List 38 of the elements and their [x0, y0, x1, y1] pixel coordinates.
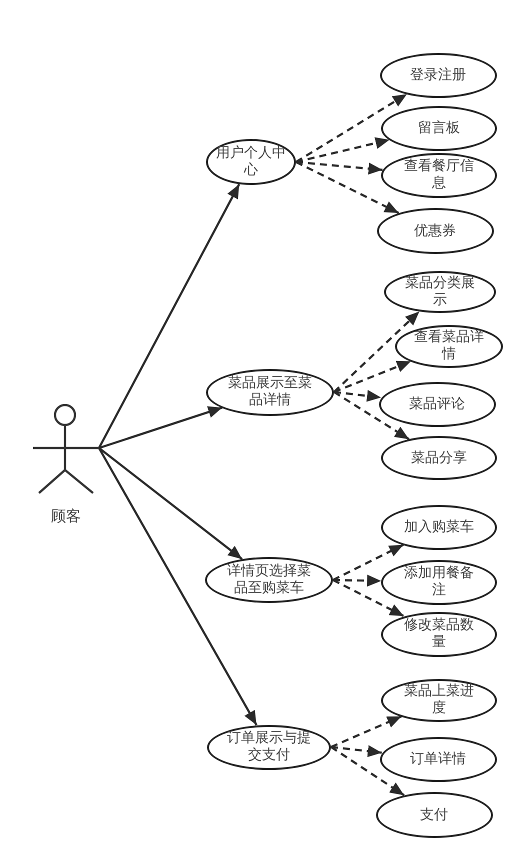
dashed-arrow — [296, 160, 383, 175]
dashed-arrow — [333, 310, 420, 393]
arrow — [98, 447, 258, 726]
use-case-label: 登录注册 — [409, 66, 467, 84]
dashed-arrow — [296, 161, 400, 214]
use-case-label: 用户个人中心 — [215, 145, 287, 179]
dashed-arrow — [332, 579, 404, 618]
dashed-arrow — [332, 574, 382, 587]
use-case-label: 菜品展示至菜品详情 — [227, 375, 313, 409]
arrow — [98, 406, 223, 450]
use-case-label: 订单展示与提交支付 — [226, 730, 312, 764]
use-case-label: 菜品上菜进度 — [403, 683, 475, 717]
dashed-arrow — [330, 746, 405, 796]
dashed-arrow — [330, 715, 402, 748]
use-case-label: 查看菜品详情 — [413, 329, 485, 363]
dashed-arrow — [295, 93, 408, 163]
use-case-ellipse — [395, 324, 503, 368]
use-case-label: 查看餐厅信息 — [403, 158, 475, 192]
use-case-label: 修改菜品数量 — [403, 617, 475, 651]
use-case-label: 订单详情 — [409, 750, 467, 768]
use-case-ellipse — [381, 106, 497, 150]
dashed-arrow — [334, 390, 382, 402]
arrow — [98, 184, 240, 449]
dashed-arrow — [332, 544, 404, 581]
use-case-label: 菜品分类展示 — [404, 275, 476, 309]
use-case-label: 加入购菜车 — [403, 518, 475, 536]
use-case-label: 添加用餐备注 — [403, 565, 475, 599]
use-case-label: 菜品分享 — [410, 450, 468, 466]
use-case-label: 详情页选择菜品至购菜车 — [226, 563, 312, 597]
use-case-label: 留言板 — [417, 120, 461, 136]
use-case-label: 菜品评论 — [408, 396, 466, 412]
actor-label: 顾客 — [50, 507, 82, 525]
use-case-label: 支付 — [419, 806, 449, 824]
dashed-arrow — [330, 745, 382, 758]
arrow — [98, 447, 243, 560]
use-case-label: 优惠券 — [413, 222, 457, 240]
dashed-arrow — [333, 391, 410, 440]
dashed-arrow — [334, 360, 412, 394]
